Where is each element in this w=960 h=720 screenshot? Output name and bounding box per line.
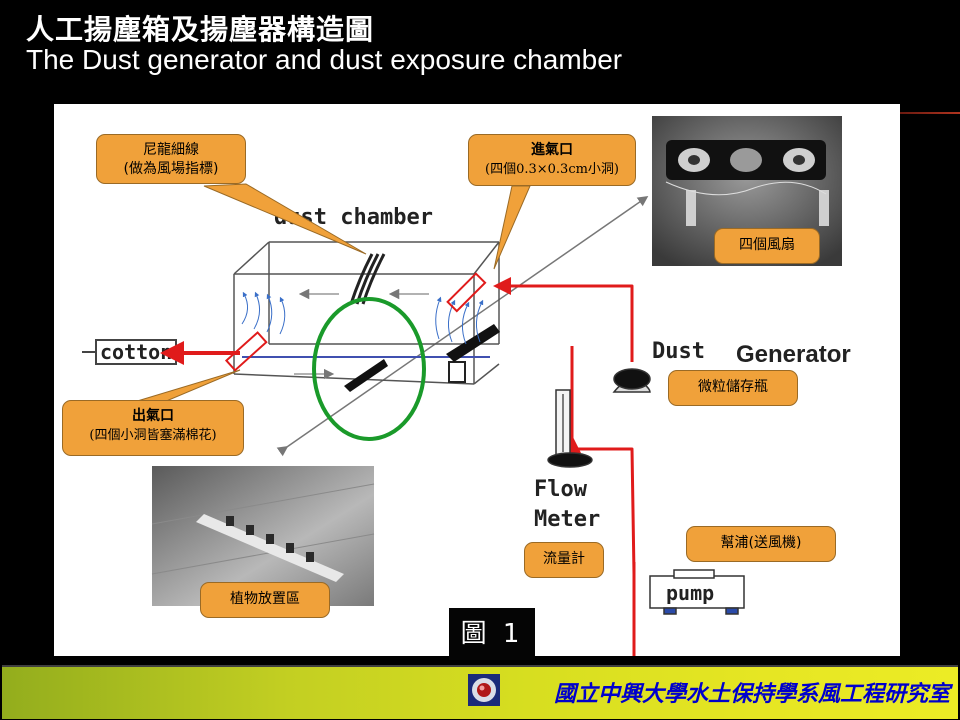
flow-meter-sketch (547, 389, 593, 468)
callout-plant-area: 植物放置區 (200, 582, 330, 618)
outlet-marker-box (224, 331, 268, 372)
dust-chamber-box (233, 241, 500, 385)
fan-assembly-sketch (446, 324, 500, 362)
institution-logo-icon (468, 674, 500, 706)
dust-storage-bottle (612, 368, 651, 393)
highlight-circle (312, 297, 426, 441)
callout-inlet: 進氣口 (四個0.3×0.3cm小洞) (468, 134, 636, 186)
figure-label: 圖 1 (449, 608, 535, 660)
air-supply-pipe (493, 277, 636, 656)
slide-title-chinese: 人工揚塵箱及揚塵器構造圖 (26, 13, 375, 46)
diagram-panel: cotton dust chamber Dust Generator Flow … (54, 104, 900, 656)
meter-label: Meter (534, 507, 600, 532)
diagonal-axis-line (276, 196, 649, 457)
callout-outlet-subtitle: (四個小洞皆塞滿棉花) (89, 428, 217, 443)
air-stream-wisps (241, 291, 484, 345)
decorative-divider-line (900, 112, 960, 114)
plant-tray-sketch (344, 359, 388, 392)
inlet-marker-box (446, 272, 487, 313)
callout-flow-meter: 流量計 (524, 542, 604, 578)
callout-tail-inlet (493, 185, 531, 270)
callout-nylon-title: 尼龍細線 (143, 142, 199, 158)
callout-outlet-title: 出氣口 (132, 408, 174, 424)
dust-label: Dust (652, 339, 705, 364)
callout-inlet-title: 進氣口 (531, 142, 573, 158)
footer-bar: 國立中興大學水土保持學系風工程研究室 (2, 665, 958, 719)
callout-pump: 幫浦(送風機) (686, 526, 836, 562)
slide-title-english: The Dust generator and dust exposure cha… (26, 44, 623, 75)
footer-institution-name: 國立中興大學水土保持學系風工程研究室 (553, 681, 950, 707)
callout-tail-outlet (133, 369, 241, 403)
callout-four-fans: 四個風扇 (714, 228, 820, 264)
callout-tail-nylon (203, 183, 367, 255)
flow-label: Flow (534, 477, 588, 502)
pump-sketch (649, 569, 745, 615)
generator-label: Generator (736, 341, 851, 368)
callout-storage-bottle: 微粒儲存瓶 (668, 370, 798, 406)
callout-outlet: 出氣口 (四個小洞皆塞滿棉花) (62, 400, 244, 456)
pump-label: pump (666, 581, 714, 605)
callout-inlet-subtitle: (四個0.3×0.3cm小洞) (485, 162, 619, 177)
cotton-label: cotton (100, 340, 172, 364)
callout-nylon-subtitle: (做為風場指標) (123, 161, 219, 177)
callout-nylon-thread: 尼龍細線 (做為風場指標) (96, 134, 246, 184)
nylon-threads-sketch (349, 253, 386, 305)
